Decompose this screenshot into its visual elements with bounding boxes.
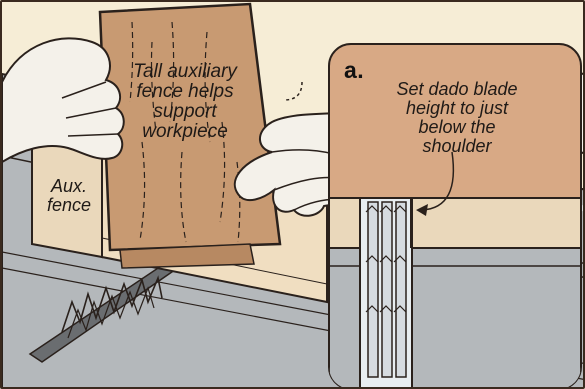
inset-letter: a. (344, 58, 364, 82)
dado-blade-icon (382, 202, 392, 377)
tall-fence-label: Tall auxiliary fence helps support workp… (100, 62, 270, 142)
dado-blade-icon (368, 202, 378, 377)
inset-note: Set dado blade height to just below the … (362, 80, 552, 156)
dado-blade-icon (396, 202, 406, 377)
aux-fence-label: Aux. fence (26, 177, 112, 215)
inset-content (329, 198, 581, 389)
